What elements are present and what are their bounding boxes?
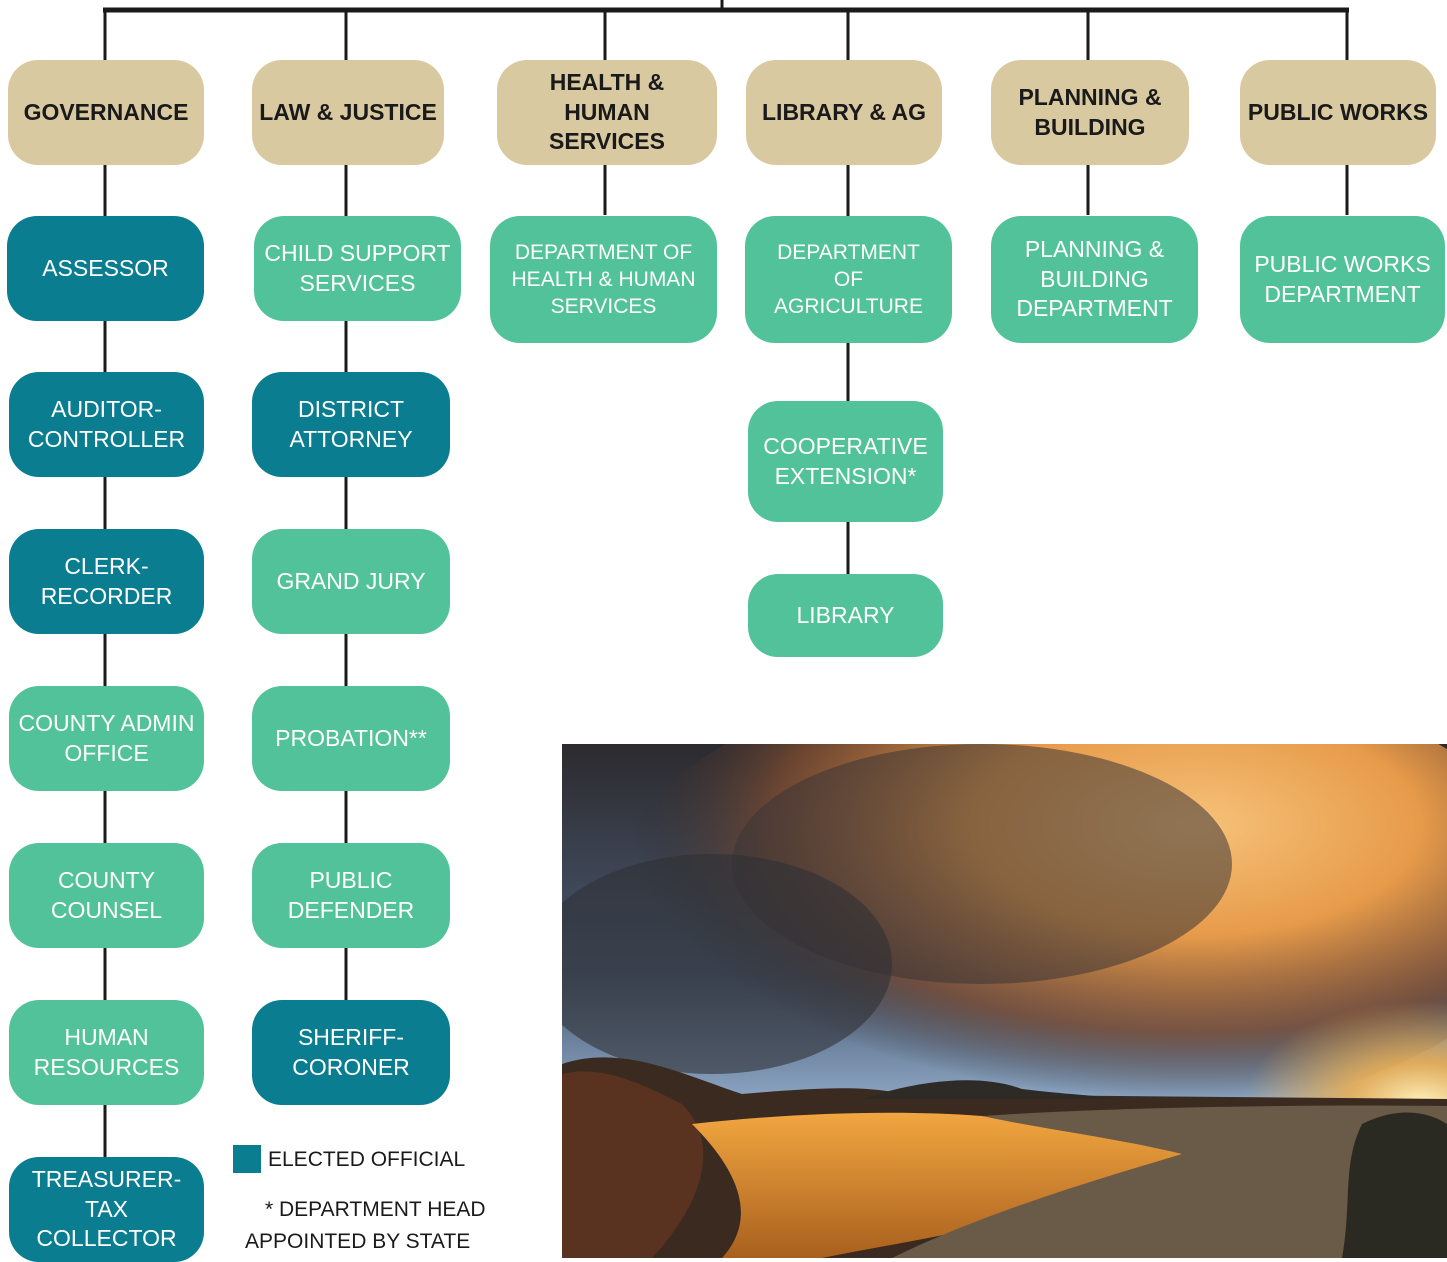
category-governance: GOVERNANCE	[8, 60, 204, 165]
category-law-justice: LAW & JUSTICE	[252, 60, 444, 165]
category-library-ag: LIBRARY & AG	[746, 60, 942, 165]
dept-county-counsel: COUNTY COUNSEL	[9, 843, 204, 948]
dept-assessor: ASSESSOR	[7, 216, 204, 321]
legend-elected-label: ELECTED OFFICIAL	[268, 1148, 466, 1171]
dept-sheriff-coroner: SHERIFF-CORONER	[252, 1000, 450, 1105]
dept-auditor-controller: AUDITOR-CONTROLLER	[9, 372, 204, 477]
dept-agriculture: DEPARTMENT OF AGRICULTURE	[745, 216, 952, 343]
dept-county-admin-office: COUNTY ADMIN OFFICE	[9, 686, 204, 791]
dept-treasurer-tax-collector: TREASURER-TAX COLLECTOR	[9, 1157, 204, 1262]
dept-health-human-services: DEPARTMENT OF HEALTH & HUMAN SERVICES	[490, 216, 717, 343]
dept-probation: PROBATION**	[252, 686, 450, 791]
landscape-photo	[562, 744, 1447, 1258]
dept-clerk-recorder: CLERK-RECORDER	[9, 529, 204, 634]
dept-cooperative-extension: COOPERATIVE EXTENSION*	[748, 401, 943, 522]
category-health-human-services: HEALTH & HUMAN SERVICES	[497, 60, 717, 165]
dept-public-works: PUBLIC WORKS DEPARTMENT	[1240, 216, 1445, 343]
dept-grand-jury: GRAND JURY	[252, 529, 450, 634]
legend-state-line1: * DEPARTMENT HEAD	[265, 1198, 486, 1221]
legend-state-line2: APPOINTED BY STATE	[245, 1230, 471, 1253]
dept-district-attorney: DISTRICT ATTORNEY	[252, 372, 450, 477]
dept-library: LIBRARY	[748, 574, 943, 657]
dept-planning-building: PLANNING & BUILDING DEPARTMENT	[991, 216, 1198, 343]
dept-human-resources: HUMAN RESOURCES	[9, 1000, 204, 1105]
legend-elected-swatch	[233, 1145, 261, 1173]
dept-child-support-services: CHILD SUPPORT SERVICES	[254, 216, 461, 321]
dept-public-defender: PUBLIC DEFENDER	[252, 843, 450, 948]
category-public-works: PUBLIC WORKS	[1240, 60, 1436, 165]
category-planning-building: PLANNING & BUILDING	[991, 60, 1189, 165]
